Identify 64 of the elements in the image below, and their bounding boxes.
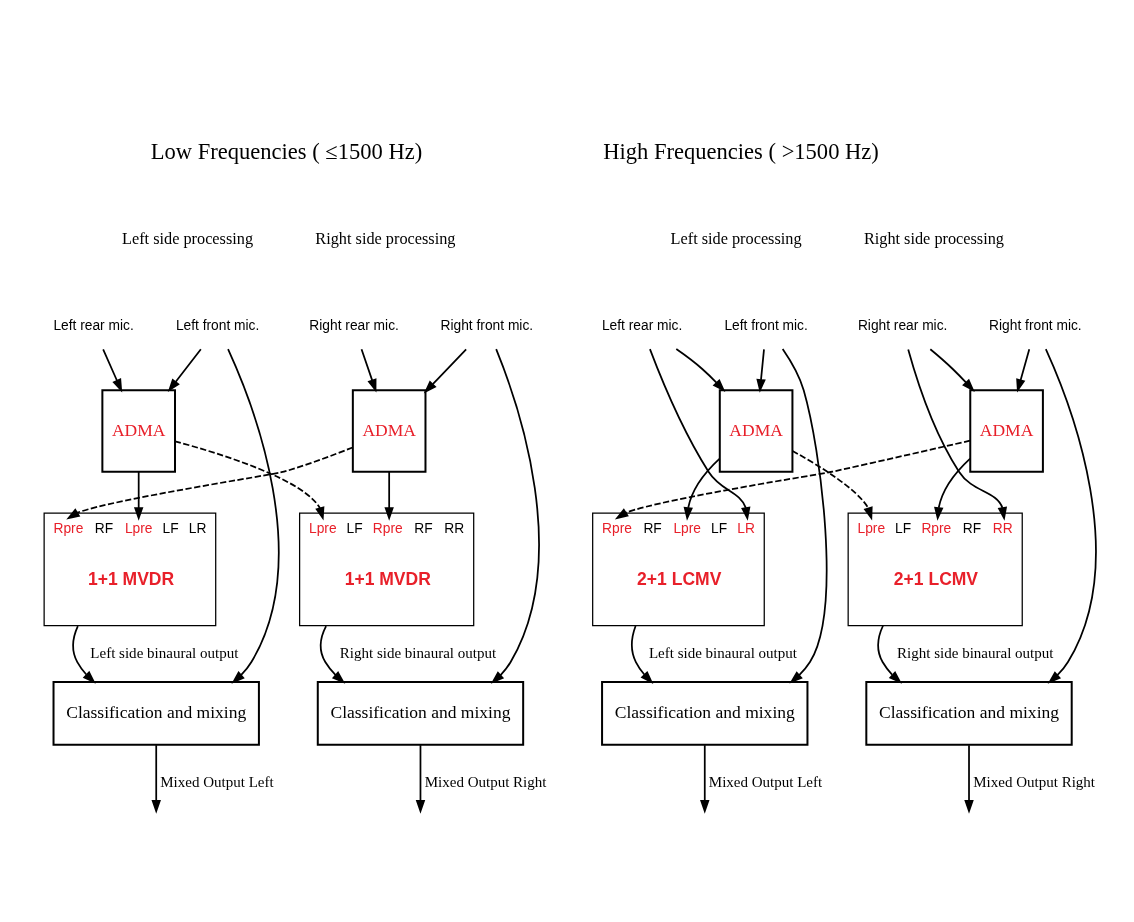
node-text: Left front mic. [724,317,808,333]
edge-label: Mixed Output Left [708,773,823,790]
arrow [1016,347,1031,393]
arrow [756,347,766,393]
node-box: ADMA [101,388,176,473]
edge-label: Mixed Output Right [973,773,1096,790]
label: Low Frequencies ( ≤1500 Hz) [150,138,423,164]
node-text: Right front mic. [440,317,534,333]
arrow [102,347,123,392]
edge-label: Left side binaural output [90,644,239,661]
node-text: Left rear mic. [53,317,134,333]
label: High Frequencies ( >1500 Hz) [603,138,879,164]
node-box: Classification and mixing [601,680,809,746]
arrow [781,347,828,684]
node-box: Lpre LF Rpre RF RR 1+1 MVDR [299,511,475,626]
arrow [683,457,721,521]
arrow [415,743,426,814]
arrow [133,470,144,521]
node-box: Classification and mixing [316,680,525,746]
arrow [877,624,902,684]
label: Right side processing [315,228,456,248]
node-box: Rpre RF Lpre LF LR 1+1 MVDR [43,511,217,626]
node-text: Left front mic. [175,317,260,333]
arrow [791,449,873,521]
arrow [490,347,540,684]
edge-label: Mixed Output Right [424,773,547,790]
edge-label: Left side binaural output [648,644,797,661]
arrow [649,347,751,521]
arrow [929,347,975,392]
arrow [423,347,467,394]
node-text: Right front mic. [989,317,1082,333]
arrow [700,743,710,814]
node-text: Right rear mic. [857,317,948,333]
arrow [384,470,394,521]
arrow [907,348,1008,521]
arrow [167,347,202,392]
arrow [66,446,354,519]
arrow [614,439,971,519]
node-box: Rpre RF Lpre LF LR 2+1 LCMV [592,511,765,626]
node-text: Left rear mic. [601,317,683,333]
label: Right side processing [863,228,1004,248]
node-box: Classification and mixing [865,680,1073,746]
arrow [675,347,726,392]
arrow [174,439,325,521]
label: Left side processing [670,228,802,248]
edge-label: Right side binaural output [897,644,1054,661]
node-text: Right rear mic. [309,317,399,333]
arrow [630,624,654,684]
arrow [319,624,346,684]
arrow [1044,347,1097,684]
arrow [227,347,280,684]
arrow [360,347,377,392]
node-box: Lpre LF Rpre RF RR 2+1 LCMV [847,511,1023,626]
node-box: ADMA [718,388,794,473]
edge-label: Right side binaural output [339,644,497,661]
node-box: ADMA [351,388,427,473]
node-box: ADMA [969,388,1044,473]
node-box: Classification and mixing [52,680,260,746]
arrow [964,743,974,814]
arrow [151,743,161,814]
arrow [72,624,96,684]
arrow [934,457,971,521]
edge-label: Mixed Output Left [160,773,274,790]
label: Left side processing [122,228,254,248]
